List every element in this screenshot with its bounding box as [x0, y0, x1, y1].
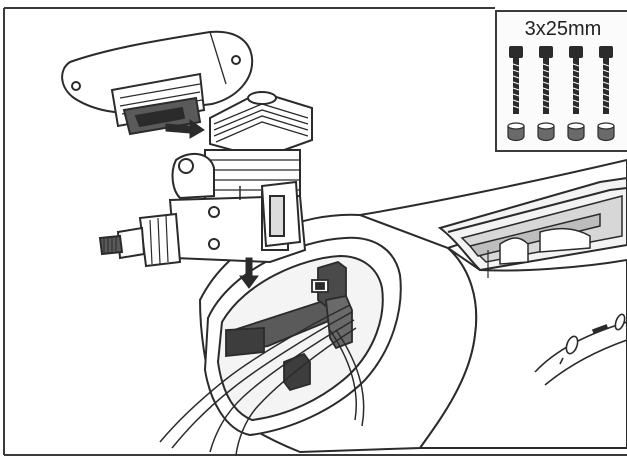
- screw-inset: 3x25mm: [495, 10, 627, 152]
- screw-icon: [538, 46, 554, 141]
- screw-icon: [568, 46, 584, 141]
- screw-icon: [508, 46, 524, 141]
- screw-icon: [598, 46, 614, 141]
- screw-group: [497, 12, 627, 154]
